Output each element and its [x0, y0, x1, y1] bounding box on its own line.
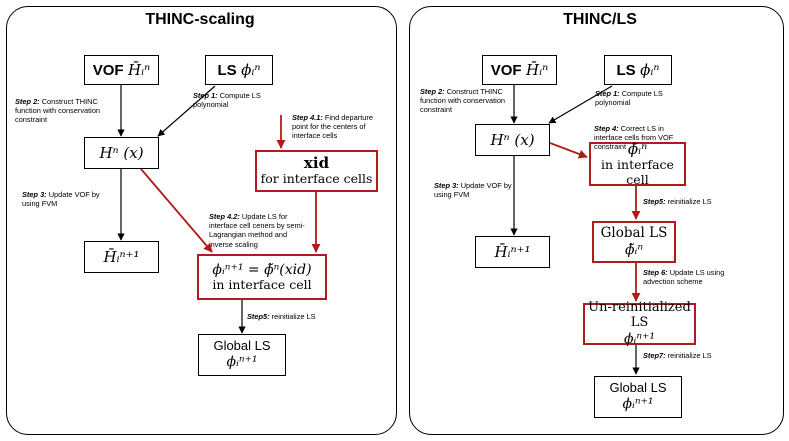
global-ls-tilde-symbol: ϕ̃ᵢⁿ [624, 241, 644, 258]
left-step1-note: Step 1: Compute LS polynomial [193, 91, 261, 110]
right-step7-note: Step7: reinitialize LS [643, 351, 712, 360]
vof-next-box: H̄ᵢⁿ⁺¹ [84, 241, 159, 273]
vof-symbol: H̄ᵢⁿ [128, 61, 151, 79]
right-step3-note: Step 3: Update VOF by using FVM [434, 181, 512, 200]
left-step5-note: Step5: reinitialize LS [247, 312, 316, 321]
global-ls-box: Global LS ϕᵢⁿ⁺¹ [198, 334, 286, 376]
corrected-ls-caption: in interface cell [601, 157, 674, 187]
corrected-ls-symbol: ϕ̃ᵢⁿ [627, 140, 648, 158]
left-step2-note: Step 2: Construct THINC function with co… [15, 97, 101, 125]
thinc-function-box-right: Hⁿ (x) [475, 124, 550, 156]
thinc-scaling-title: THINC-scaling [145, 11, 255, 28]
departure-point-box: xid for interface cells [255, 150, 378, 192]
vof-next-symbol: H̄ᵢⁿ⁺¹ [103, 248, 140, 266]
left-step42-note: Step 4.2: Update LS for interface cell c… [209, 212, 305, 249]
thinc-function-symbol-right: Hⁿ (x) [490, 131, 535, 149]
ls-update-caption: in interface cell [212, 276, 312, 292]
ls-label-right: LS [616, 61, 636, 79]
vof-box-right: VOF H̄ᵢⁿ [482, 55, 557, 85]
ls-box-right: LS ϕᵢⁿ [604, 55, 672, 85]
right-step4-note: Step 4: Correct LS in interface cells fr… [594, 124, 674, 152]
global-ls-tilde-label: Global LS [600, 225, 668, 242]
ls-symbol-right: ϕᵢⁿ [640, 61, 660, 79]
vof-symbol-right: H̄ᵢⁿ [526, 61, 549, 79]
left-step41-note: Step 4.1: Find departure point for the c… [292, 113, 373, 141]
unreinitialized-ls-symbol: ϕᵢⁿ⁺¹ [623, 330, 656, 347]
vof-next-box-right: H̄ᵢⁿ⁺¹ [475, 236, 550, 268]
thinc-function-symbol: Hⁿ (x) [99, 144, 144, 162]
global-ls-box-right: Global LS ϕᵢⁿ⁺¹ [594, 376, 682, 418]
arrow-thinc-to-lsupdate [140, 168, 213, 253]
right-step5-note: Step5: reinitialize LS [643, 197, 712, 206]
corrected-ls-box: ϕ̃ᵢⁿ in interface cell [589, 140, 686, 187]
arrow-ls-to-thinc [157, 85, 216, 137]
ls-label: LS [217, 61, 237, 79]
vof-label-right: VOF [490, 61, 522, 79]
vof-next-symbol-right: H̄ᵢⁿ⁺¹ [494, 243, 531, 261]
ls-update-equation: ϕᵢⁿ⁺¹ = ϕ̃ⁿ(xid) [212, 261, 312, 278]
arrow-ls-to-thinc-right [548, 85, 613, 124]
departure-point-caption: for interface cells [260, 171, 373, 187]
departure-point-symbol: xid [303, 154, 330, 173]
thinc-ls-title: THINC/LS [563, 11, 637, 28]
ls-symbol: ϕᵢⁿ [241, 61, 261, 79]
thinc-ls-panel [409, 6, 784, 435]
global-ls-label-right: Global LS [609, 380, 667, 396]
global-ls-symbol-right: ϕᵢⁿ⁺¹ [622, 396, 654, 413]
global-ls-symbol: ϕᵢⁿ⁺¹ [226, 354, 258, 371]
ls-box: LS ϕᵢⁿ [205, 55, 273, 85]
ls-update-box: ϕᵢⁿ⁺¹ = ϕ̃ⁿ(xid) in interface cell [197, 254, 327, 300]
thinc-function-box: Hⁿ (x) [84, 137, 159, 169]
global-ls-tilde-box: Global LS ϕ̃ᵢⁿ [592, 221, 676, 263]
vof-box: VOF H̄ᵢⁿ [84, 55, 159, 85]
arrow-thinc-to-corrected [549, 142, 588, 159]
unreinitialized-ls-box: Un-reinitialized LS ϕᵢⁿ⁺¹ [583, 300, 696, 347]
vof-label: VOF [92, 61, 124, 79]
unreinitialized-ls-label: Un-reinitialized LS [588, 300, 691, 330]
global-ls-label: Global LS [213, 338, 271, 354]
right-step1-note: Step 1: Compute LS polynomial [595, 89, 663, 108]
right-step2-note: Step 2: Construct THINC function with co… [420, 87, 506, 115]
right-step6-note: Step 6: Update LS using advection scheme [643, 268, 725, 287]
left-step3-note: Step 3: Update VOF by using FVM [22, 190, 100, 209]
